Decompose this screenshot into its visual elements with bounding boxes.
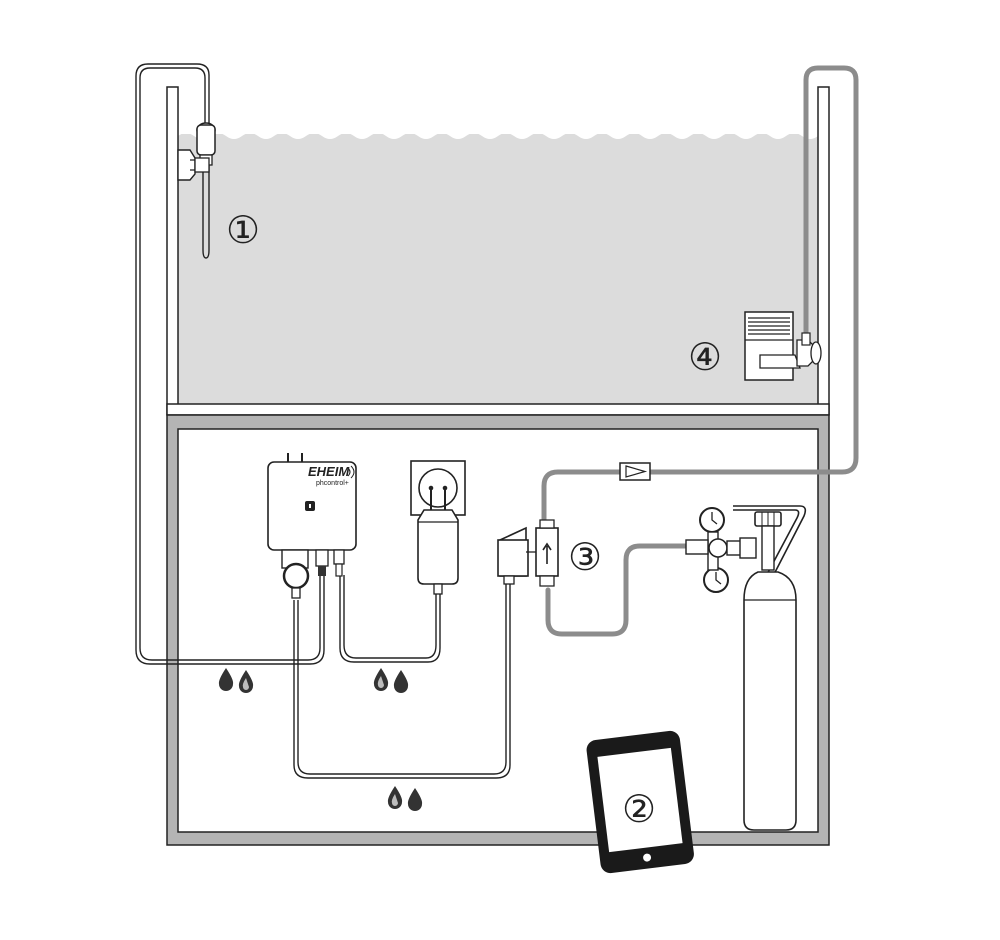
water-drops-power-cable	[373, 668, 409, 693]
callout-solenoid-valve: ③	[568, 535, 602, 579]
cables	[135, 63, 511, 779]
callout-co2-diffuser: ④	[688, 335, 722, 379]
water	[178, 134, 818, 404]
power-cable	[339, 575, 441, 663]
co2-regulator	[685, 507, 757, 593]
callout-smartphone: ②	[622, 787, 656, 831]
co2-tubing	[541, 65, 859, 637]
home-button-icon	[643, 853, 652, 862]
aquarium-tank	[166, 86, 830, 416]
power-supply	[417, 488, 459, 595]
tank-wall-left	[166, 86, 179, 415]
valve-cable	[293, 580, 511, 779]
ph-controller: EHEIM phcontrol+	[267, 453, 357, 599]
ph-probe-cable	[139, 67, 321, 661]
water-drop-icon	[393, 670, 409, 693]
solenoid-valve	[497, 519, 559, 587]
controller-brand: EHEIM	[308, 464, 350, 479]
co2-diffuser	[744, 311, 822, 381]
smartphone	[586, 730, 694, 874]
controller-model: phcontrol+	[316, 480, 349, 487]
check-valve	[619, 462, 651, 481]
water-drops-valve-cable	[387, 786, 423, 811]
flow-direction-arrow-icon	[542, 542, 552, 564]
wall-socket	[410, 460, 466, 516]
tank-wall-right	[817, 86, 830, 415]
bnc-connector	[282, 562, 310, 590]
water-surface	[178, 128, 818, 139]
tank-bottom	[166, 403, 830, 416]
aquarium-cabinet	[166, 414, 830, 846]
water-drop-icon	[218, 668, 234, 691]
co2-cylinder	[733, 505, 807, 831]
water-drop-icon	[407, 788, 423, 811]
water-drops-ph-cable	[218, 668, 254, 693]
callout-ph-probe: ①	[226, 208, 260, 252]
ph-probe	[177, 122, 216, 259]
